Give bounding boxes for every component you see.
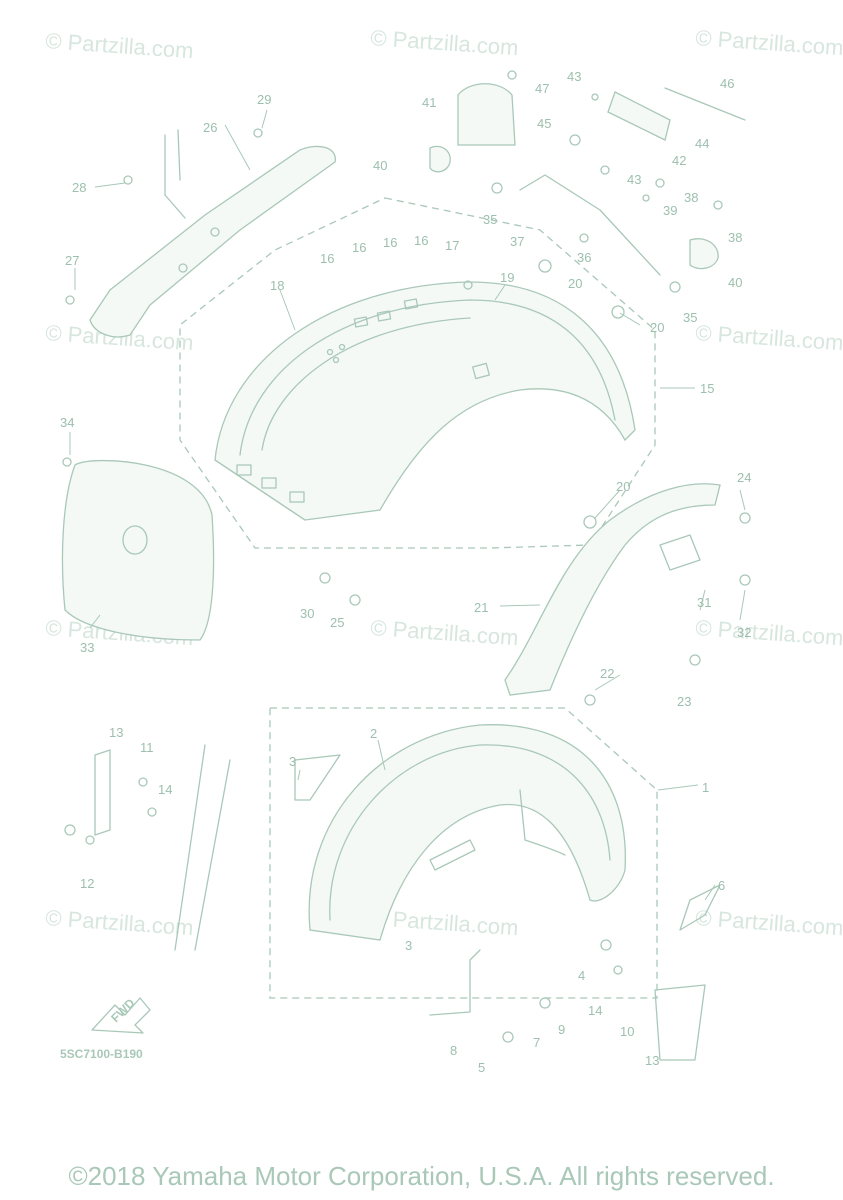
watermark: © Partzilla.com <box>695 25 843 60</box>
callout-32: 32 <box>737 625 751 640</box>
side-cover <box>61 459 215 641</box>
callout-39: 39 <box>663 203 677 218</box>
callout-41: 41 <box>422 95 436 110</box>
callout-8: 8 <box>450 1043 457 1058</box>
callout-20: 20 <box>616 479 630 494</box>
callout-14: 14 <box>158 782 172 797</box>
watermark: © Partzilla.com <box>45 905 195 940</box>
callout-1: 1 <box>702 780 709 795</box>
watermark: © Partzilla.com <box>695 615 843 650</box>
callout-14: 14 <box>588 1003 602 1018</box>
front-fender <box>308 724 626 941</box>
callout-16: 16 <box>414 233 428 248</box>
callout-9: 9 <box>558 1022 565 1037</box>
watermark: © Partzilla.com <box>370 615 520 650</box>
watermark: © Partzilla.com <box>695 905 843 940</box>
callout-12: 12 <box>80 876 94 891</box>
callout-13: 13 <box>645 1053 659 1068</box>
copyright-notice: ©2018 Yamaha Motor Corporation, U.S.A. A… <box>68 1161 775 1191</box>
callout-45: 45 <box>537 116 551 131</box>
diagram-code: 5SC7100-B190 <box>60 1047 143 1061</box>
rear-fender-group-outline <box>179 197 656 549</box>
callout-16: 16 <box>320 251 334 266</box>
callout-28: 28 <box>72 180 86 195</box>
callout-24: 24 <box>737 470 751 485</box>
callout-33: 33 <box>80 640 94 655</box>
callout-17: 17 <box>445 238 459 253</box>
rear-fender-stay <box>504 483 721 696</box>
callouts: 1 2 3 3 4 5 6 7 8 9 10 11 12 13 13 14 14… <box>60 69 751 1075</box>
callout-23: 23 <box>677 694 691 709</box>
callout-19: 19 <box>500 270 514 285</box>
rear-fender <box>214 281 636 521</box>
callout-5: 5 <box>478 1060 485 1075</box>
callout-44: 44 <box>695 136 709 151</box>
callout-10: 10 <box>620 1024 634 1039</box>
callout-16: 16 <box>383 235 397 250</box>
leader-lines <box>69 109 746 901</box>
small-parts <box>62 70 751 1061</box>
callout-18: 18 <box>270 278 284 293</box>
callout-27: 27 <box>65 253 79 268</box>
callout-22: 22 <box>600 666 614 681</box>
callout-25: 25 <box>330 615 344 630</box>
callout-16: 16 <box>352 240 366 255</box>
callout-46: 46 <box>720 76 734 91</box>
license-light <box>607 91 671 141</box>
watermark: © Partzilla.com <box>370 905 520 940</box>
watermark: © Partzilla.com <box>695 320 843 355</box>
fwd-arrow-icon: FWD <box>91 996 151 1034</box>
callout-4: 4 <box>578 968 585 983</box>
callout-38: 38 <box>728 230 742 245</box>
callout-37: 37 <box>510 234 524 249</box>
watermark: © Partzilla.com <box>45 28 195 63</box>
callout-43: 43 <box>627 172 641 187</box>
flasher-right <box>689 238 719 270</box>
callout-15: 15 <box>700 381 714 396</box>
callout-21: 21 <box>474 600 488 615</box>
callout-6: 6 <box>718 878 725 893</box>
callout-43: 43 <box>567 69 581 84</box>
callout-47: 47 <box>535 81 549 96</box>
callout-38: 38 <box>684 190 698 205</box>
callout-36: 36 <box>577 250 591 265</box>
callout-11: 11 <box>140 740 154 755</box>
callout-2: 2 <box>370 726 377 741</box>
callout-40: 40 <box>728 275 742 290</box>
callout-13: 13 <box>109 725 123 740</box>
watermark: © Partzilla.com <box>370 25 520 60</box>
callout-20: 20 <box>568 276 582 291</box>
flasher-left <box>429 145 451 173</box>
callout-29: 29 <box>257 92 271 107</box>
callout-20: 20 <box>650 320 664 335</box>
callout-34: 34 <box>60 415 74 430</box>
callout-40: 40 <box>373 158 387 173</box>
fork-stay-left <box>174 744 231 951</box>
callout-35: 35 <box>683 310 697 325</box>
callout-3: 3 <box>405 938 412 953</box>
callout-35: 35 <box>483 212 497 227</box>
fwd-label: FWD <box>108 996 137 1025</box>
callout-42: 42 <box>672 153 686 168</box>
callout-30: 30 <box>300 606 314 621</box>
callout-31: 31 <box>697 595 711 610</box>
front-fender-group-outline <box>269 707 658 999</box>
callout-26: 26 <box>203 120 217 135</box>
wire-harness <box>664 87 746 121</box>
callout-3: 3 <box>289 754 296 769</box>
callout-7: 7 <box>533 1035 540 1050</box>
tail-light-bracket <box>457 83 516 146</box>
flasher-stem-left <box>519 174 661 276</box>
grab-bar <box>89 129 336 338</box>
